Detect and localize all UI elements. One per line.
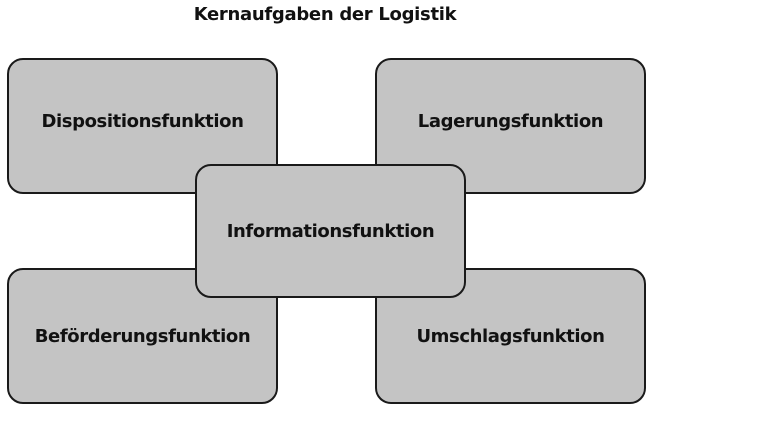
- box-label: Dispositionsfunktion: [41, 110, 244, 132]
- box-label: Lagerungsfunktion: [417, 110, 604, 132]
- box-label: Umschlagsfunktion: [416, 325, 605, 347]
- box-label: Informationsfunktion: [226, 220, 435, 242]
- box-dispositionsfunktion: Dispositionsfunktion: [7, 58, 278, 194]
- box-informationsfunktion: Informationsfunktion: [195, 164, 466, 298]
- box-befoerderungsfunktion: Beförderungsfunktion: [7, 268, 278, 404]
- box-label: Beförderungsfunktion: [34, 325, 251, 347]
- diagram-title: Kernaufgaben der Logistik: [193, 4, 457, 25]
